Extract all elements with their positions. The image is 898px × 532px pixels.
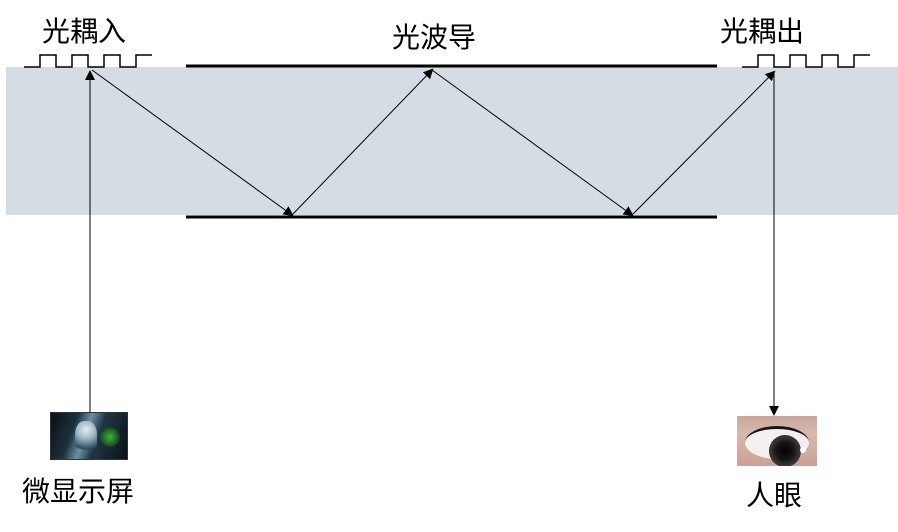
light-ray-reflection-1	[91, 69, 294, 217]
input-grating-coupler	[24, 54, 152, 68]
microdisplay-figure	[75, 421, 97, 455]
light-ray-reflection-4	[631, 70, 776, 216]
eye-iris	[769, 435, 806, 466]
light-ray-reflection-2	[291, 68, 434, 216]
label-coupler-out: 光耦出	[720, 15, 805, 48]
output-grating-coupler	[742, 54, 870, 68]
eye-glint	[800, 447, 806, 453]
waveguide-body	[6, 67, 898, 215]
eye-image	[737, 416, 817, 466]
eye-sclera	[745, 426, 809, 466]
light-ray-reflection-3	[431, 69, 634, 217]
label-microdisplay: 微显示屏	[22, 475, 135, 508]
microdisplay-glow	[99, 427, 121, 447]
label-waveguide: 光波导	[392, 21, 477, 54]
microdisplay-image	[50, 412, 128, 460]
label-coupler-in: 光耦入	[42, 15, 127, 48]
label-eye: 人眼	[746, 479, 803, 512]
